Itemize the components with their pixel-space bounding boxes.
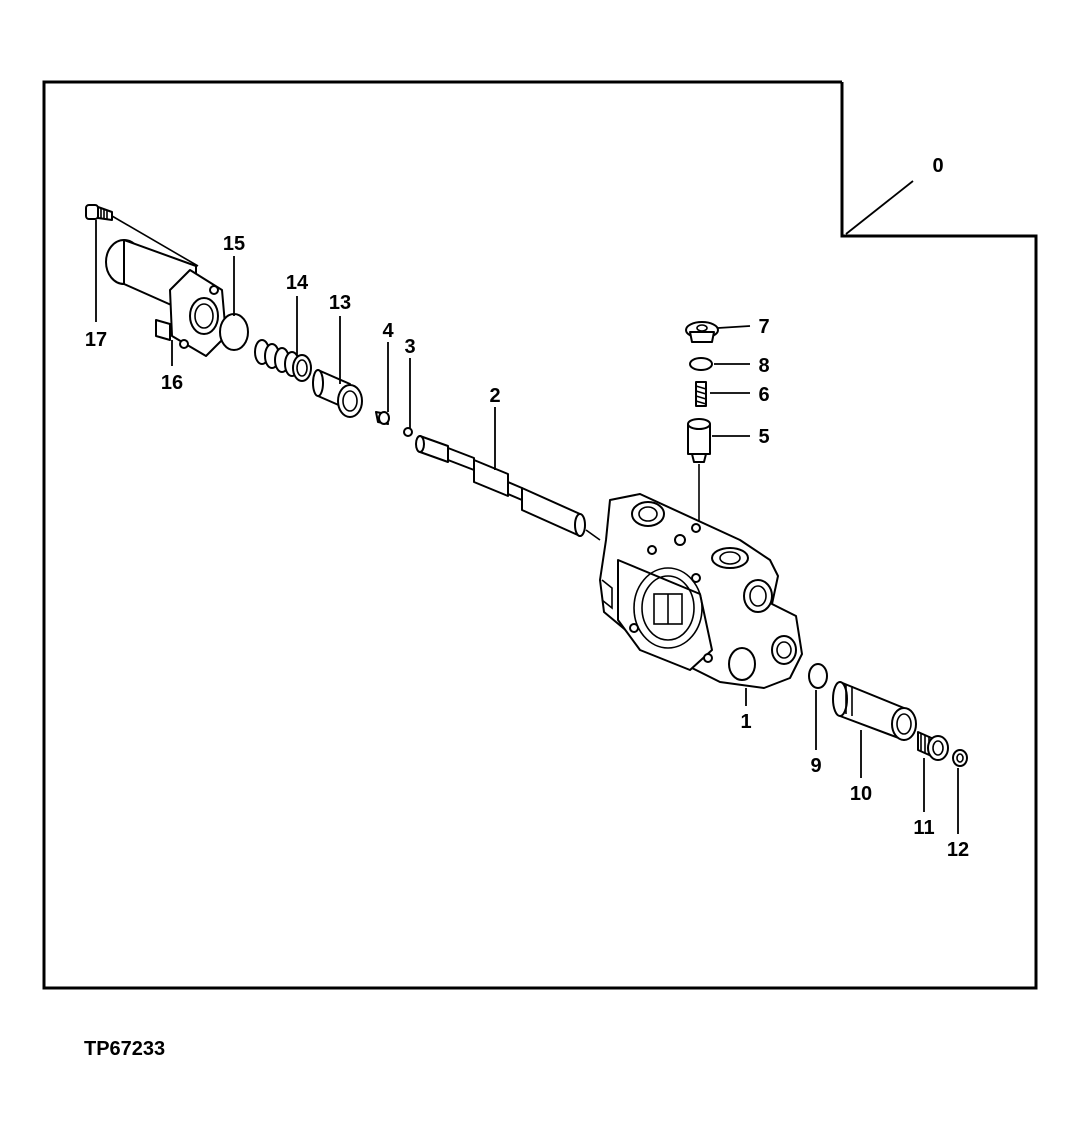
callout-0: 0 xyxy=(932,155,943,177)
callout-8: 8 xyxy=(758,355,769,377)
callout-14: 14 xyxy=(286,272,309,294)
part-3-ball xyxy=(403,427,413,437)
part-12-nut xyxy=(952,749,968,767)
callout-16: 16 xyxy=(161,372,183,394)
callout-4: 4 xyxy=(382,320,394,342)
part-6-spring xyxy=(695,381,707,407)
leader-lines xyxy=(95,180,959,834)
callout-labels: 0 1 2 3 4 5 6 7 8 9 10 11 12 13 14 15 16… xyxy=(85,155,969,861)
callout-5: 5 xyxy=(758,426,769,448)
callout-6: 6 xyxy=(758,384,769,406)
part-9-o-ring xyxy=(808,663,828,689)
part-2-spool xyxy=(415,435,601,541)
part-14-spring xyxy=(254,339,312,382)
part-16-cover xyxy=(105,239,227,357)
part-17-screw xyxy=(85,204,199,267)
callout-3: 3 xyxy=(404,336,415,358)
callout-7: 7 xyxy=(758,316,769,338)
figure-code: TP67233 xyxy=(84,1038,165,1060)
part-1-valve-body xyxy=(599,493,803,689)
diagram-frame xyxy=(42,80,1038,990)
part-4-plug xyxy=(375,411,390,425)
callout-17: 17 xyxy=(85,329,107,351)
callout-12: 12 xyxy=(947,839,969,861)
callout-9: 9 xyxy=(810,755,821,777)
callout-10: 10 xyxy=(850,783,872,805)
part-15-o-ring xyxy=(219,313,249,351)
callout-13: 13 xyxy=(329,292,351,314)
callout-15: 15 xyxy=(223,233,245,255)
part-13-retainer xyxy=(312,369,363,418)
callout-2: 2 xyxy=(489,385,500,407)
part-10-relief-valve xyxy=(832,681,917,741)
part-11-adjuster xyxy=(917,731,949,761)
part-5-poppet xyxy=(687,418,711,528)
callout-1: 1 xyxy=(740,711,751,733)
part-8-o-ring xyxy=(689,357,713,371)
callout-11: 11 xyxy=(913,817,934,839)
part-7-plug xyxy=(685,321,719,343)
